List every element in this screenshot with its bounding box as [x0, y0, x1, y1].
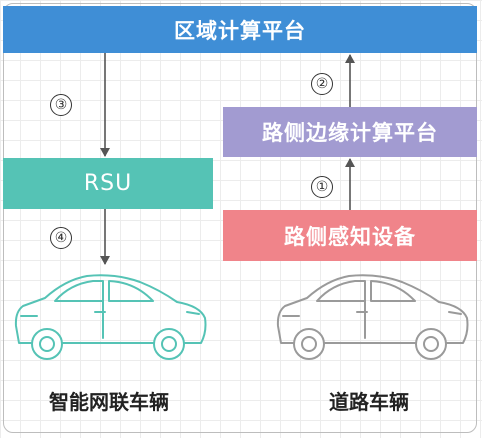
road-vehicle-label: 道路车辆	[329, 390, 409, 414]
roadside-sensing-device: 路侧感知设备	[223, 210, 477, 261]
roadside-edge-computing-platform: 路侧边缘计算平台	[223, 107, 477, 157]
smart-vehicle-label: 智能网联车辆	[49, 390, 169, 414]
step-1-marker: ①	[311, 176, 333, 198]
smart-car-icon	[14, 274, 207, 360]
step-2-marker: ②	[311, 73, 333, 95]
step-3-marker: ③	[50, 94, 72, 116]
rsu-box: RSU	[3, 158, 213, 209]
road-car-icon	[276, 274, 469, 360]
step-4-marker: ④	[50, 227, 72, 249]
regional-computing-platform: 区域计算平台	[3, 6, 477, 53]
